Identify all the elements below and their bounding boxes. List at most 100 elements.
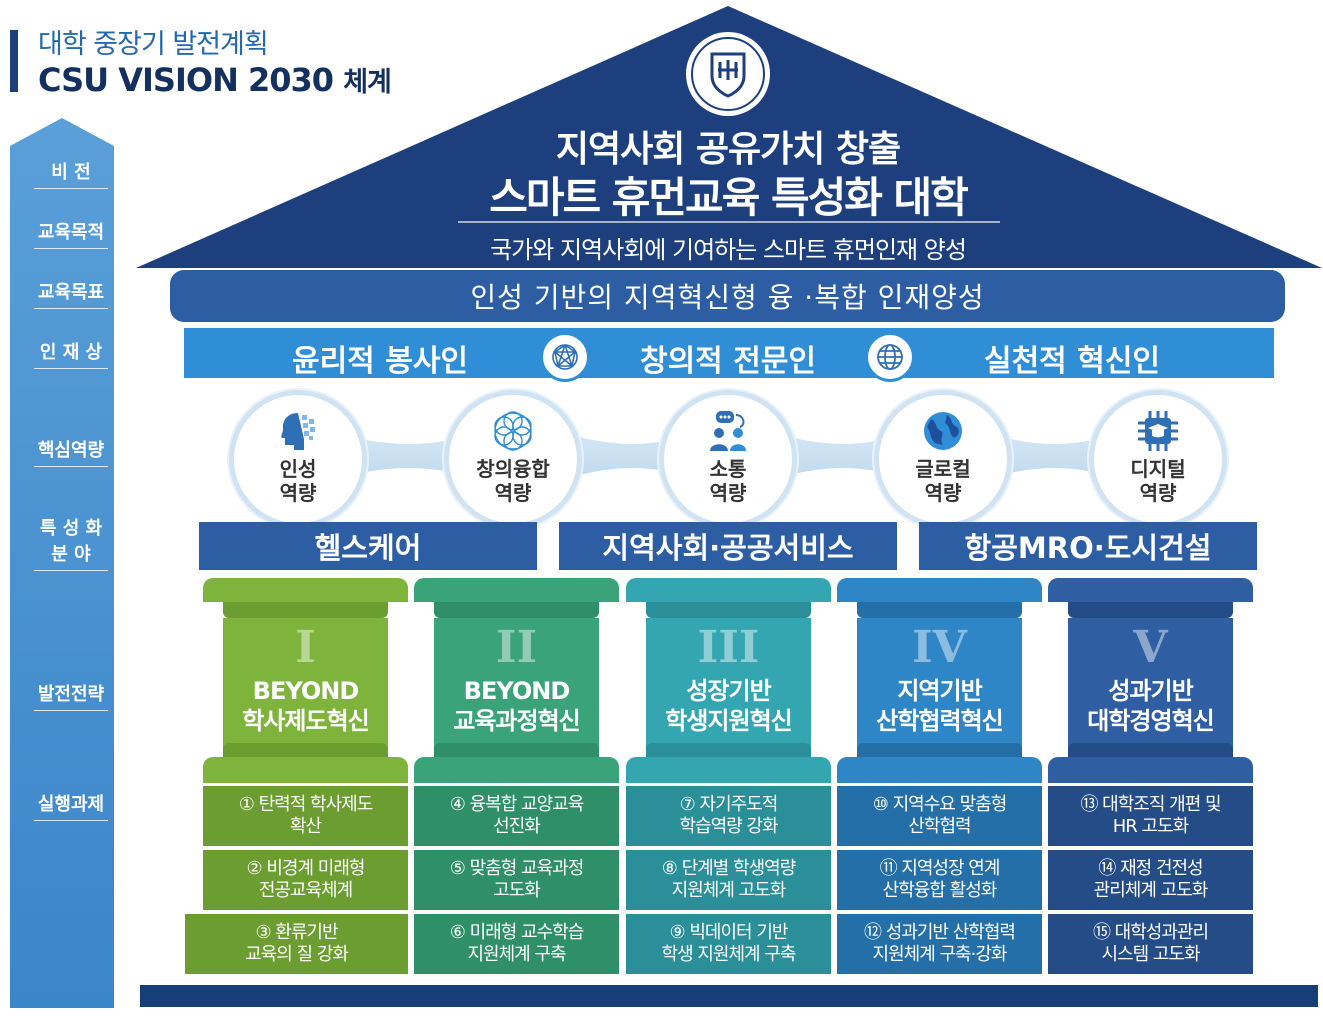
sidebar-label: 핵심역량 <box>37 440 105 461</box>
competency-name: 소통 <box>709 457 747 481</box>
talent-ethical: 윤리적 봉사인 <box>291 344 469 379</box>
competency-suffix: 역량 <box>1139 481 1177 505</box>
strategy-number: I <box>295 622 316 673</box>
strategy-title-line1: BEYOND <box>463 677 571 705</box>
strategy-title-line2: 산학협력혁신 <box>876 707 1003 735</box>
sidebar-divider <box>34 710 108 711</box>
specialization-healthcare: 헬스케어 <box>199 522 537 570</box>
competency-suffix: 역량 <box>494 481 532 505</box>
chip-icon <box>1136 409 1180 457</box>
competency-name: 디지털 <box>1130 457 1186 481</box>
page-subtitle: 대학 중장기 발전계획 <box>38 29 269 60</box>
task-item: ⑧ 단계별 학생역량 지원체계 고도화 <box>626 850 831 910</box>
sidebar-divider <box>34 248 108 249</box>
education-purpose: 국가와 지역사회에 기여하는 스마트 휴먼인재 양성 <box>490 236 967 264</box>
title-accent-bar <box>10 30 18 92</box>
title-main: CSU VISION 2030 <box>38 61 334 99</box>
pillar-base-band <box>646 743 811 757</box>
pillar-capital-band <box>223 602 388 618</box>
pillar-base <box>414 757 619 783</box>
pillar-base <box>1048 757 1253 783</box>
pillar-base-band <box>223 743 388 757</box>
strategy-title-line1: 성장기반 <box>686 677 771 705</box>
task-item: ⑬ 대학조직 개편 및 HR 고도화 <box>1048 786 1253 846</box>
task-item: ⑦ 자기주도적 학습역량 강화 <box>626 786 831 846</box>
sidebar-label: 발전전략 <box>37 684 105 705</box>
strategy-title-line2: 학생지원혁신 <box>665 707 792 735</box>
strategy-number: III <box>697 622 760 673</box>
competency-suffix: 역량 <box>279 481 317 505</box>
roof-shape <box>136 6 1322 268</box>
strategy-number: II <box>495 622 538 673</box>
strategy-title-line1: 성과기반 <box>1108 677 1193 705</box>
sidebar-divider <box>34 188 108 189</box>
head-icon <box>276 409 320 457</box>
sidebar-label: 교육목적 <box>37 222 105 243</box>
task-item: ① 탄력적 학사제도 확산 <box>203 786 408 846</box>
people-icon <box>706 409 750 457</box>
strategy-number: V <box>1133 622 1168 673</box>
pillar-base-band <box>1068 743 1233 757</box>
talent-band <box>184 328 1274 378</box>
talent-creative: 창의적 전문인 <box>639 344 817 379</box>
sidebar-label: 분 야 <box>51 544 91 565</box>
competency-name: 창의융합 <box>476 457 550 481</box>
vision-line-2: 스마트 휴먼교육 특성화 대학 <box>489 173 969 222</box>
sidebar-label: 교육목표 <box>37 282 105 303</box>
task-item: ③ 환류기반 교육의 질 강화 <box>185 914 408 974</box>
pillar-capital <box>626 578 831 602</box>
strategy-title-line1: BEYOND <box>252 677 360 705</box>
sidebar-label: 실행과제 <box>37 794 105 815</box>
pillar-capital <box>837 578 1042 602</box>
education-goal-band: 인성 기반의 지역혁신형 융 ·복합 인재양성 <box>170 270 1285 322</box>
task-item: ⑫ 성과기반 산학협력 지원체계 구축·강화 <box>837 914 1042 974</box>
strategy-title-line2: 교육과정혁신 <box>453 707 580 735</box>
strategy-title-line2: 대학경영혁신 <box>1087 707 1214 735</box>
competency-name: 인성 <box>279 457 317 481</box>
task-item: ⑥ 미래형 교수학습 지원체계 구축 <box>414 914 619 974</box>
competency-name: 글로컬 <box>915 457 971 481</box>
pillar-base <box>203 757 408 783</box>
strategy-title-line1: 지역기반 <box>897 677 982 705</box>
competency-suffix: 역량 <box>709 481 747 505</box>
logo-caption: 창신대학교 <box>707 117 749 127</box>
competency-suffix: 역량 <box>924 481 962 505</box>
sidebar-divider <box>34 466 108 467</box>
pillar-capital-band <box>857 602 1022 618</box>
pillar-capital-band <box>646 602 811 618</box>
sidebar-label: 인 재 상 <box>39 342 103 363</box>
task-item: ④ 융복합 교양교육 선진화 <box>414 786 619 846</box>
sidebar-label: 특 성 화 <box>39 518 103 539</box>
pillar-base-band <box>434 743 599 757</box>
sidebar-label: 비 전 <box>51 162 91 183</box>
sidebar-divider <box>34 368 108 369</box>
flower-icon <box>491 409 535 457</box>
specialization-aviation: 항공MRO·도시건설 <box>919 522 1257 570</box>
task-item: ⑪ 지역성장 연계 산학융합 활성화 <box>837 850 1042 910</box>
sidebar-arrow-shape <box>10 118 114 1008</box>
strategy-title-line2: 학사제도혁신 <box>242 707 369 735</box>
sidebar-divider <box>34 820 108 821</box>
task-item: ⑨ 빅데이터 기반 학생 지원체계 구축 <box>626 914 831 974</box>
pillar-capital-band <box>1068 602 1233 618</box>
task-item: ⑭ 재정 건전성 관리체계 고도화 <box>1048 850 1253 910</box>
strategy-number: IV <box>912 622 967 673</box>
globe-grid-icon <box>865 332 915 382</box>
talent-practical: 실천적 혁신인 <box>983 344 1161 379</box>
pillar-capital <box>203 578 408 602</box>
task-item: ⑤ 맞춤형 교육과정 고도화 <box>414 850 619 910</box>
pillar-base <box>837 757 1042 783</box>
sidebar-divider <box>34 308 108 309</box>
vision-line-1: 지역사회 공유가치 창출 <box>555 129 901 170</box>
